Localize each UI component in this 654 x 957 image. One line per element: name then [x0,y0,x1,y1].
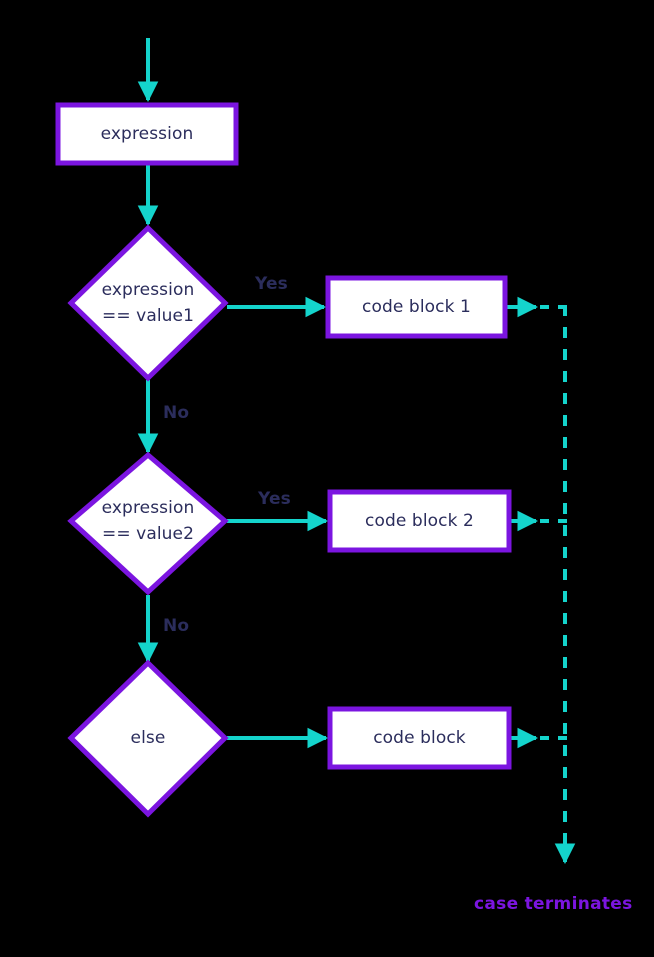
edge-label-no-1: No [163,403,190,423]
nodes [55,102,512,818]
code-block-3-box[interactable] [327,706,512,770]
edge-label-yes-1: Yes [255,274,288,294]
decision-else-diamond[interactable] [67,659,229,818]
expression-box[interactable] [55,102,239,166]
case-terminates-label: case terminates [474,894,633,914]
code-block-2-box[interactable] [327,489,512,553]
edge-label-no-2: No [163,616,190,636]
decision-1-diamond[interactable] [67,224,229,382]
decision-2-diamond[interactable] [67,451,229,596]
connectors [137,38,576,865]
code-block-1-box[interactable] [325,275,508,339]
edge-label-yes-2: Yes [258,489,291,509]
